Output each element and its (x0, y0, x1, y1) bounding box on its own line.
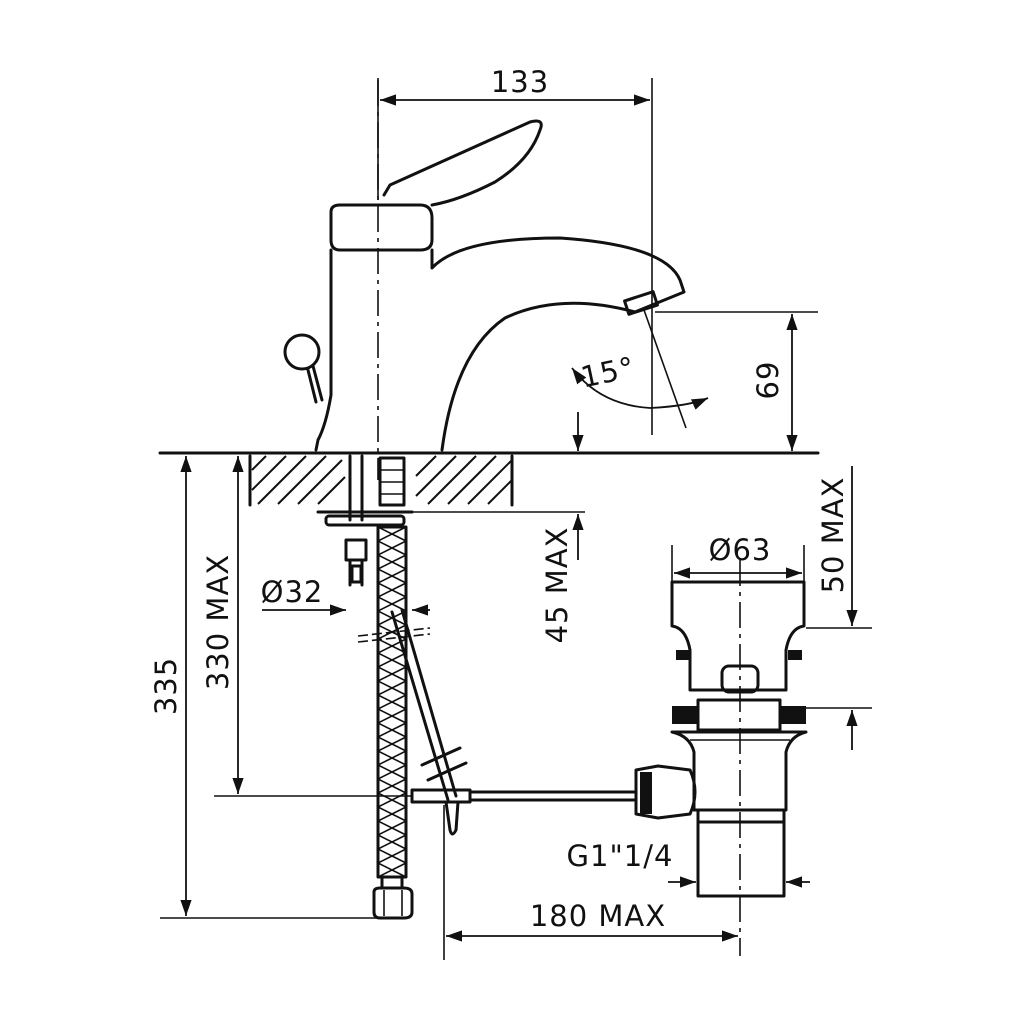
pivot-nut-thread (640, 772, 652, 814)
dimension-50-max-label: 50 MAX (816, 477, 850, 594)
fixing-stud (344, 454, 368, 587)
dimension-d63: Ø63 (671, 533, 805, 600)
dimension-180-max-label: 180 MAX (530, 899, 666, 933)
dimension-50-max: 50 MAX (806, 466, 872, 750)
dimension-45-max: 45 MAX (540, 412, 584, 644)
dimension-d32-label: Ø32 (261, 575, 324, 609)
dimension-g1-1-4-label: G1"1/4 (567, 839, 674, 873)
hose-collar (380, 875, 404, 890)
angle-15: 15° (571, 309, 709, 429)
dimension-330-max: 330 MAX (201, 456, 412, 797)
countertop-hatching-right (415, 454, 514, 507)
countertop-hatching-left (248, 454, 346, 507)
pop-up-rod-top (306, 364, 324, 404)
dimension-180-max: 180 MAX (443, 805, 738, 960)
dimension-69: 69 (655, 311, 818, 451)
fixing-nut (350, 564, 363, 584)
washer-right (780, 706, 806, 724)
seal-right (788, 650, 802, 660)
dimension-d32: Ø32 (261, 575, 430, 616)
hose-upper-fitting (378, 456, 406, 507)
supply-hoses (316, 454, 431, 920)
spout-underside (440, 301, 637, 452)
hose-bottom-nut (372, 886, 414, 920)
rod-connector (410, 788, 472, 804)
waste-tailpiece (696, 820, 786, 898)
waste-plug-head (670, 580, 806, 692)
countertop (158, 451, 820, 513)
cartridge-cap (329, 203, 434, 252)
aerator (623, 290, 659, 316)
dimension-69-label: 69 (751, 361, 785, 400)
rod-clip (444, 800, 460, 836)
washer-left (672, 706, 698, 724)
lever-handle (382, 119, 543, 207)
waste-flange (670, 730, 808, 812)
angle-15-label: 15° (578, 350, 638, 395)
fixing-plate (324, 514, 406, 527)
dimension-g1-1-4: G1"1/4 (567, 839, 810, 888)
faucet-body (283, 119, 686, 452)
seal-left (676, 650, 690, 660)
body-and-spout-outline (314, 236, 686, 452)
dimension-330-max-label: 330 MAX (201, 554, 235, 690)
pop-up-lift-rod (390, 608, 458, 802)
pop-up-linkage (390, 608, 638, 836)
dimension-45-max-label: 45 MAX (540, 527, 574, 644)
hose-braid-pattern (377, 526, 407, 878)
pop-up-knob (283, 333, 321, 371)
waste-tailpiece-ring (696, 808, 786, 824)
waste-assembly (634, 560, 808, 956)
dimension-133-label: 133 (491, 65, 549, 99)
dimension-335: 335 (149, 456, 392, 919)
waste-body-upper (696, 698, 782, 732)
pivot-nut (634, 764, 697, 820)
hose-clamp-mark (357, 627, 431, 643)
dimension-d63-label: Ø63 (709, 533, 772, 567)
dimension-335-label: 335 (149, 657, 183, 715)
